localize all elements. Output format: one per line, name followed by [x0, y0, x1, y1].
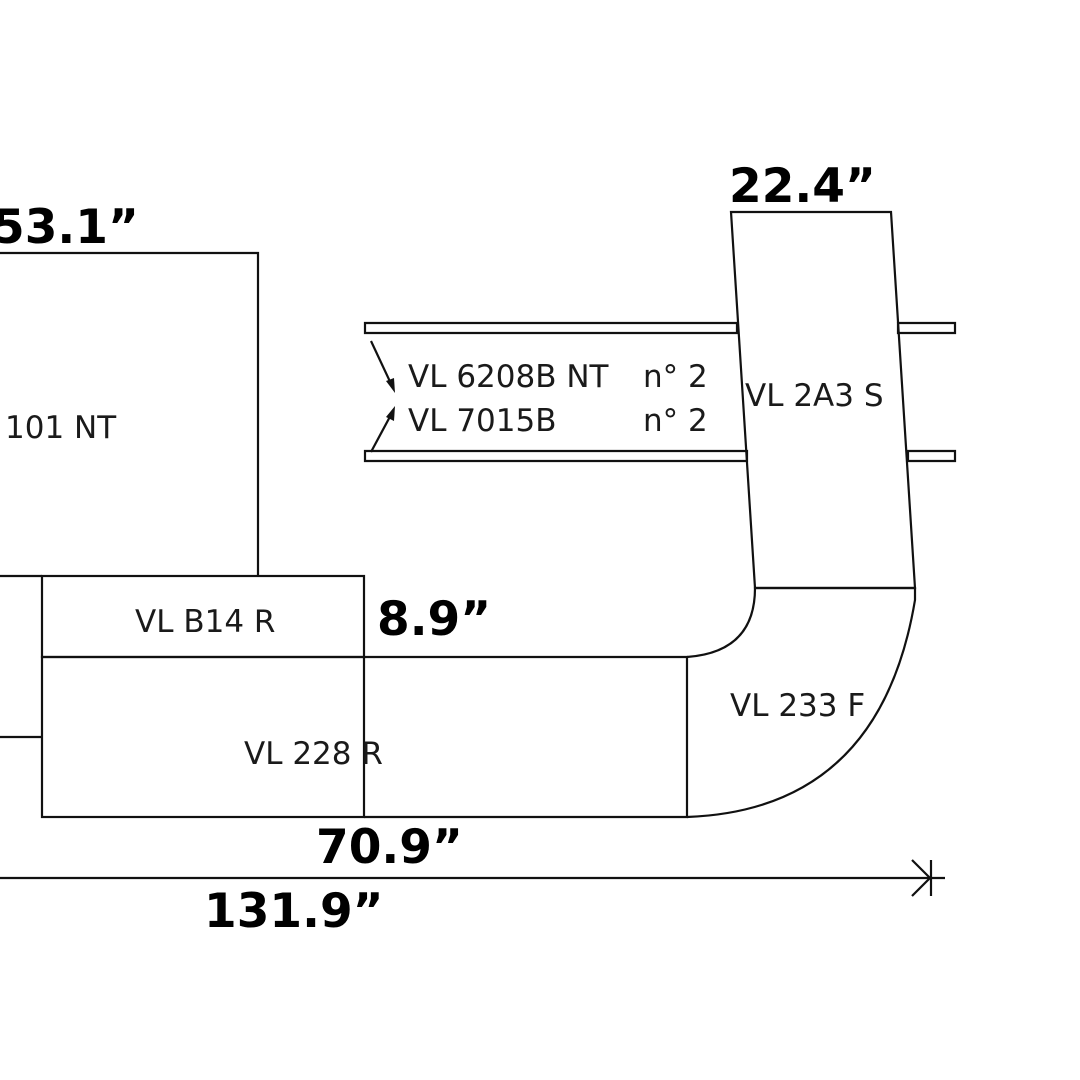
main-unit-outline — [0, 251, 260, 576]
width-tall-dimension: 22.4” — [729, 159, 876, 214]
height-drawer-dimension: 8.9” — [377, 592, 491, 647]
shelf-upper-qty: n° 2 — [643, 359, 708, 395]
base-unit-label: VL 228 R — [244, 736, 383, 772]
total-width-dimension: 131.9” — [204, 884, 384, 939]
main-unit-label: 101 NT — [5, 410, 117, 446]
upper-shelf-left — [363, 321, 739, 335]
total-width-dimension-line — [0, 859, 945, 897]
shelf-lower-label: VL 7015B — [408, 403, 557, 439]
lower-shelf-right — [906, 449, 957, 463]
base-extension-outline — [364, 655, 689, 819]
width-main-dimension: 53.1” — [0, 200, 139, 255]
shelf-lower-qty: n° 2 — [643, 403, 708, 439]
arrow-to-lower-shelf — [370, 406, 395, 453]
lower-shelf-left — [363, 449, 749, 463]
corner-unit-outline — [686, 586, 917, 819]
tall-unit-outline — [729, 210, 917, 590]
arrow-to-upper-shelf — [370, 340, 395, 393]
left-side-unit-outline — [0, 574, 42, 739]
top-drawer-label: VL B14 R — [135, 604, 275, 640]
shelf-upper-label: VL 6208B NT — [408, 359, 610, 395]
corner-unit-label: VL 233 F — [730, 688, 865, 724]
upper-shelf-right — [896, 321, 957, 335]
tall-unit-label: VL 2A3 S — [745, 378, 884, 414]
depth-base-dimension: 70.9” — [316, 820, 463, 875]
base-unit-outline — [40, 655, 366, 819]
